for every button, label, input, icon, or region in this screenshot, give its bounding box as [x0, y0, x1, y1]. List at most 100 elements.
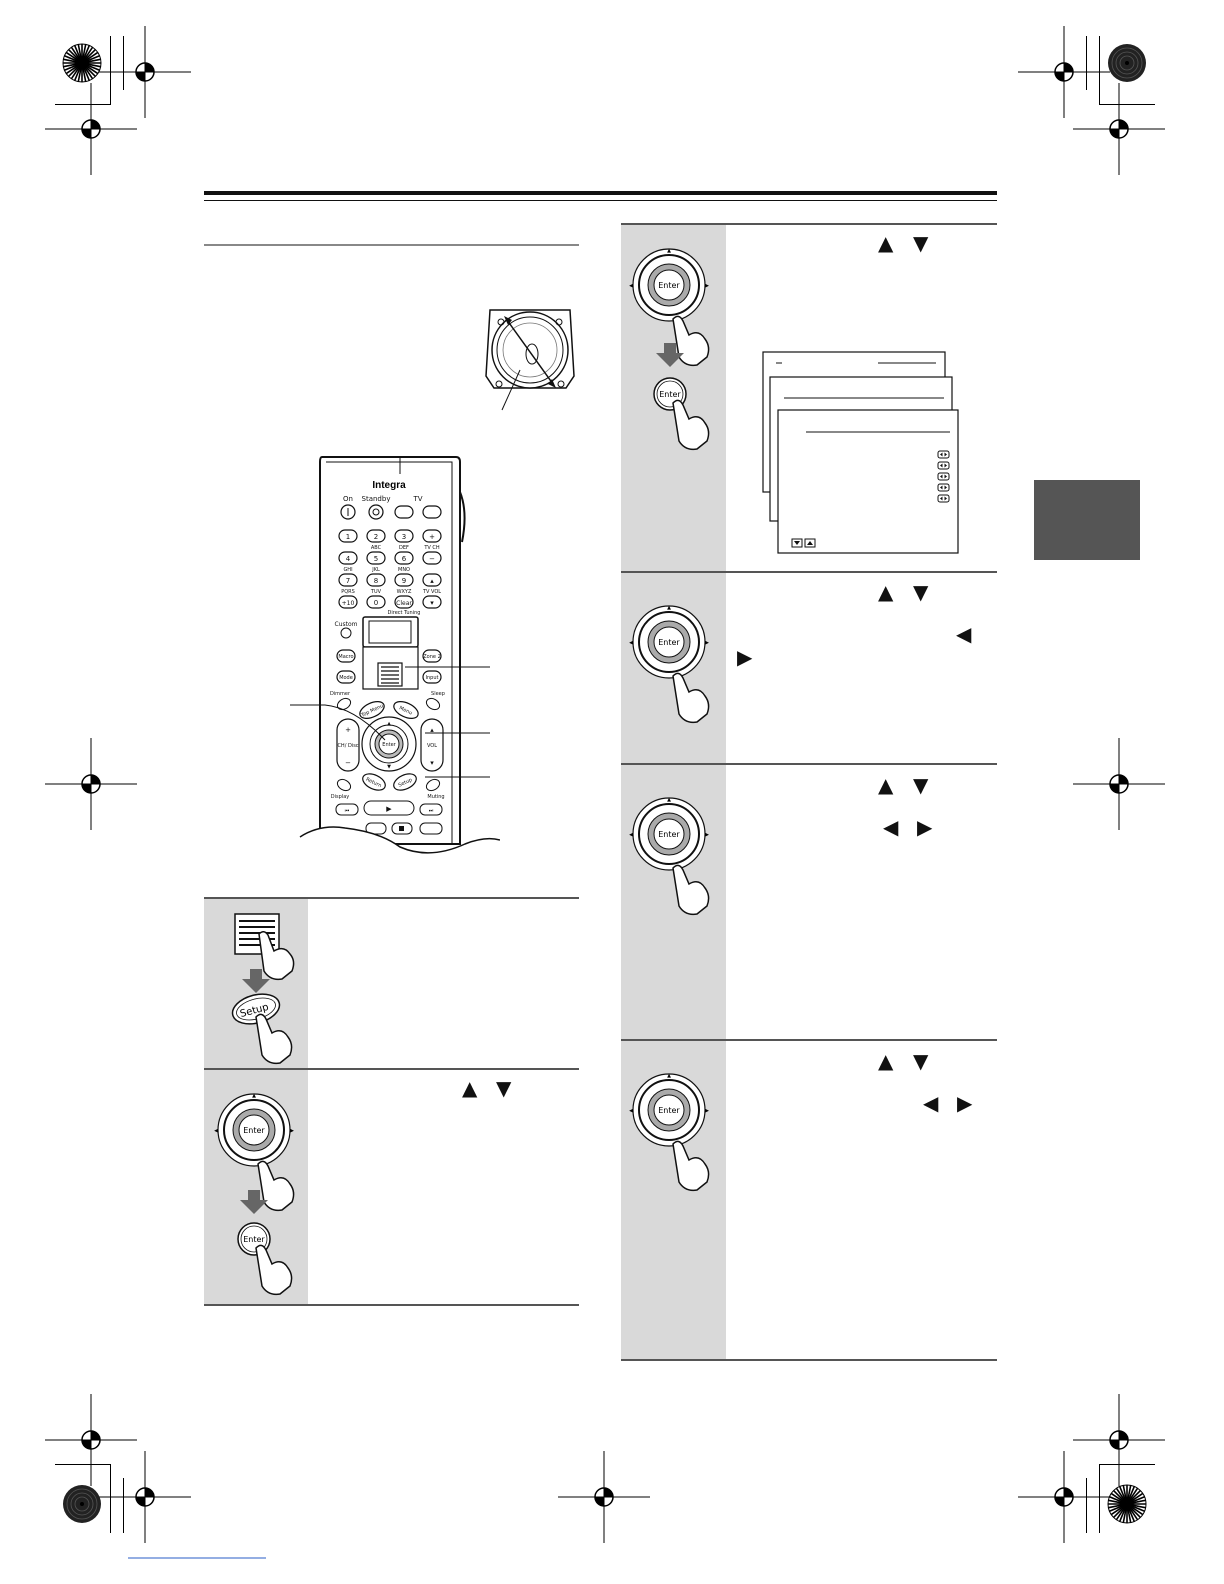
step3-dpad-enter-label: Enter — [658, 281, 680, 290]
step-6-icons: Enter ▲ ◀ ▶ — [629, 1073, 710, 1192]
label-direct-tuning: Direct Tuning — [388, 610, 421, 616]
step2-down-arrow-glyph: ▼ — [496, 1076, 512, 1100]
step6-left-arrow-glyph: ◀ — [923, 1091, 939, 1115]
key-0: 0 — [374, 599, 378, 607]
svg-text:▾: ▾ — [430, 759, 434, 767]
key-1: 1 — [346, 533, 350, 541]
svg-text:▶: ▶ — [386, 805, 392, 813]
svg-text:▶: ▶ — [705, 832, 709, 838]
step-1-icons: Setup — [231, 913, 295, 1065]
page-top-rule-thin — [204, 200, 997, 201]
label-vol: VOL — [427, 743, 437, 749]
osd-nav-icons — [791, 538, 816, 548]
key-setup: Setup — [398, 777, 414, 789]
label-muting: Muting — [427, 794, 444, 800]
key-plus10: +10 — [342, 600, 355, 607]
label-ghi: GHI — [343, 567, 352, 573]
remote-callout-lines — [290, 666, 490, 778]
label-tv-vol: TV VOL — [422, 589, 441, 595]
step4-down-arrow-glyph: ▼ — [913, 580, 929, 604]
key-mode: Mode — [339, 675, 353, 681]
step4-left-arrow-glyph: ◀ — [956, 622, 972, 646]
left-steps-top-rule — [204, 897, 579, 899]
svg-text:◀: ◀ — [629, 640, 633, 646]
section-rule — [204, 244, 579, 246]
tv-vol-up: ▴ — [430, 577, 434, 585]
label-ch-disc: CH/ Disc — [337, 743, 358, 749]
key-enter: Enter — [382, 742, 396, 748]
remote-control-illustration: Integra On Standby TV 1 2 3 + ABC DEF TV… — [290, 456, 500, 860]
step5-dpad-enter-label: Enter — [658, 830, 680, 839]
label-tuv: TUV — [370, 589, 382, 595]
step2-dpad-enter-label: Enter — [243, 1126, 265, 1135]
step4-dpad-enter-label: Enter — [658, 638, 680, 647]
svg-text:◀: ◀ — [629, 832, 633, 838]
step2-up-arrow-glyph: ▲ — [462, 1076, 478, 1100]
label-sleep: Sleep — [431, 691, 445, 697]
svg-text:▲: ▲ — [667, 1073, 671, 1079]
step-2-icons: Enter ▲ ◀ ▶ Enter — [214, 1093, 295, 1296]
svg-text:▶: ▶ — [290, 1128, 294, 1134]
step5-down-arrow-glyph: ▼ — [913, 773, 929, 797]
key-8: 8 — [374, 577, 378, 585]
step5-right-arrow-glyph: ▶ — [917, 815, 933, 839]
remote-brand-label: Integra — [372, 480, 406, 491]
tv-ch-down: − — [429, 555, 435, 563]
key-7: 7 — [346, 577, 350, 585]
svg-text:▲: ▲ — [667, 248, 671, 254]
svg-text:▲: ▲ — [667, 605, 671, 611]
right-step-5-divider — [621, 1039, 997, 1041]
right-step-4-divider — [621, 763, 997, 765]
step-2-bottom-rule — [204, 1304, 579, 1306]
key-3: 3 — [402, 533, 406, 541]
step5-left-arrow-glyph: ◀ — [883, 815, 899, 839]
step2-enter-label: Enter — [243, 1235, 265, 1244]
svg-text:▶: ▶ — [705, 640, 709, 646]
label-def: DEF — [399, 545, 409, 551]
key-4: 4 — [346, 555, 351, 563]
speaker-diagram — [485, 309, 575, 411]
step-3-icons: Enter ▲ ◀ ▶ Enter — [629, 248, 710, 451]
svg-text:−: − — [345, 759, 351, 767]
step3-enter-label: Enter — [659, 390, 681, 399]
label-jkl: JKL — [371, 567, 380, 573]
key-zone2: Zone 2 — [423, 654, 441, 660]
step6-right-arrow-glyph: ▶ — [957, 1091, 973, 1115]
key-clear: Clear — [396, 600, 412, 607]
step4-right-arrow-glyph: ▶ — [737, 645, 753, 669]
label-abc: ABC — [371, 545, 382, 551]
key-5: 5 — [374, 555, 378, 563]
svg-text:▴: ▴ — [430, 726, 434, 734]
svg-text:▲: ▲ — [667, 797, 671, 803]
step5-up-arrow-glyph: ▲ — [878, 773, 894, 797]
standby-button — [368, 504, 384, 520]
label-custom: Custom — [335, 621, 358, 628]
svg-text:▶: ▶ — [705, 1108, 709, 1114]
key-2: 2 — [374, 533, 378, 541]
tv-vol-down: ▾ — [430, 599, 434, 607]
key-menu: Menu — [398, 705, 413, 716]
remote-tv-label: TV — [412, 495, 422, 503]
svg-text:◀: ◀ — [629, 1108, 633, 1114]
svg-text:▲: ▲ — [252, 1093, 256, 1099]
svg-text:▲: ▲ — [387, 721, 391, 727]
svg-text:▶: ▶ — [705, 283, 709, 289]
page-top-rule — [204, 191, 997, 195]
tv-ch-up: + — [429, 533, 435, 541]
right-step-3-divider — [621, 571, 997, 573]
key-6: 6 — [402, 555, 407, 563]
right-steps-bottom-rule — [621, 1359, 997, 1361]
hand-icon-1 — [258, 931, 295, 981]
key-9: 9 — [402, 577, 406, 585]
osd-toggle-icons — [937, 450, 950, 503]
svg-text:◀: ◀ — [214, 1128, 218, 1134]
step-5-icons: Enter ▲ ◀ ▶ — [629, 797, 710, 916]
svg-text:+: + — [345, 726, 351, 734]
power-on-button — [340, 504, 356, 520]
step6-dpad-enter-label: Enter — [658, 1106, 680, 1115]
chapter-tab — [1034, 480, 1140, 560]
step3-up-arrow-glyph: ▲ — [878, 231, 894, 255]
osd-menu-stack — [762, 351, 959, 554]
step3-down-arrow-glyph: ▼ — [913, 231, 929, 255]
